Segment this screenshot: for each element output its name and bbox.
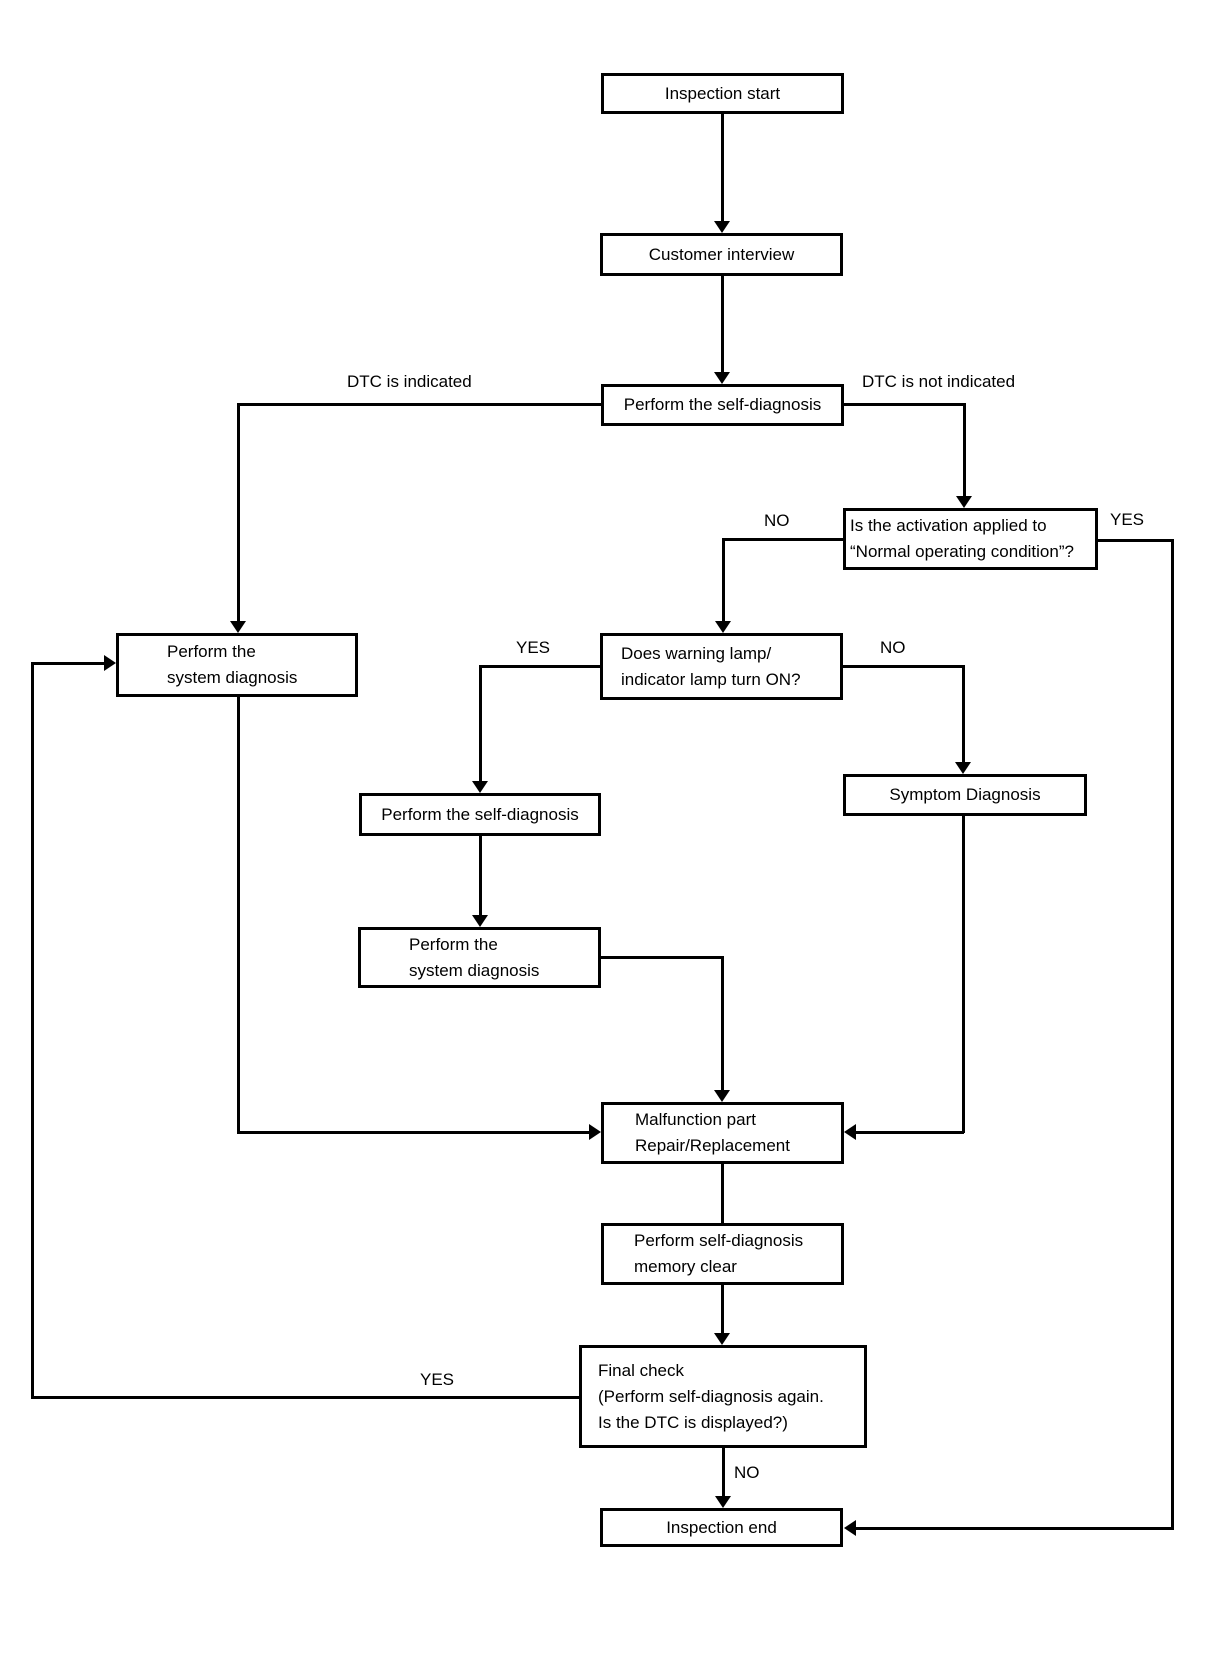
node-activation-condition-check: Is the activation applied to “Normal ope… (843, 508, 1098, 570)
node-memory-clear: Perform self-diagnosis memory clear (601, 1223, 844, 1285)
arrow-left-icon (844, 1520, 856, 1536)
node-inspection-start: Inspection start (601, 73, 844, 114)
edge-activation-no-h (723, 538, 843, 541)
edge-warning-yes-h (480, 665, 600, 668)
node-perform-self-diagnosis-2: Perform the self-diagnosis (359, 793, 601, 836)
arrow-right-icon (589, 1124, 601, 1140)
edge-symptom-to-malfunction-v (962, 816, 965, 1133)
edge-selfdiag2-to-sysdiag2 (479, 836, 482, 916)
edge-label-final-yes: YES (420, 1370, 455, 1389)
arrow-down-icon (714, 221, 730, 233)
edge-activation-no-v (722, 538, 725, 622)
edge-dtc-not-indicated-v (963, 403, 966, 497)
edge-start-to-interview (721, 113, 724, 222)
node-malfunction-repair: Malfunction part Repair/Replacement (601, 1102, 844, 1164)
node-final-check: Final check (Perform self-diagnosis agai… (579, 1345, 867, 1448)
edge-label-activation-no: NO (764, 511, 790, 530)
edge-warning-yes-v (479, 665, 482, 782)
edge-dtc-indicated-v (237, 403, 240, 622)
edge-label-warning-no: NO (880, 638, 906, 657)
edge-sysdiag2-to-malfunction-h (601, 956, 724, 959)
edge-symptom-to-malfunction-h (856, 1131, 964, 1134)
node-perform-system-diagnosis-2: Perform the system diagnosis (358, 927, 601, 988)
edge-dtc-not-indicated-h (844, 403, 965, 406)
edge-malfunction-to-memoryclear (721, 1164, 724, 1223)
arrow-down-icon (714, 372, 730, 384)
arrow-down-icon (715, 621, 731, 633)
arrow-down-icon (472, 915, 488, 927)
arrow-down-icon (714, 1333, 730, 1345)
arrow-right-icon (104, 655, 116, 671)
edge-memoryclear-to-finalcheck (721, 1285, 724, 1334)
arrow-down-icon (955, 762, 971, 774)
edge-finalcheck-yes-h2 (31, 662, 105, 665)
arrow-down-icon (230, 621, 246, 633)
edge-finalcheck-to-end (722, 1448, 725, 1497)
arrow-down-icon (956, 496, 972, 508)
arrow-down-icon (472, 781, 488, 793)
edge-finalcheck-yes-v (31, 662, 34, 1399)
edge-finalcheck-yes-h1 (32, 1396, 579, 1399)
node-customer-interview: Customer interview (600, 233, 843, 276)
edge-label-activation-yes: YES (1110, 510, 1145, 529)
edge-dtc-indicated-h (238, 403, 601, 406)
edge-label-final-no: NO (734, 1463, 760, 1482)
node-inspection-end: Inspection end (600, 1508, 843, 1547)
edge-activation-yes-v (1171, 539, 1174, 1529)
arrow-down-icon (714, 1090, 730, 1102)
edge-label-dtc-indicated: DTC is indicated (347, 372, 472, 391)
edge-interview-to-selfdiag (721, 276, 724, 373)
edge-activation-yes-h2 (856, 1527, 1174, 1530)
node-perform-self-diagnosis-1: Perform the self-diagnosis (601, 384, 844, 426)
edge-sysdiagleft-to-malfunction-h (237, 1131, 590, 1134)
edge-label-dtc-not-indicated: DTC is not indicated (862, 372, 1016, 391)
edge-label-warning-yes: YES (516, 638, 551, 657)
edge-warning-no-v (962, 665, 965, 763)
edge-sysdiag2-to-malfunction-v (721, 956, 724, 1091)
node-perform-system-diagnosis-left: Perform the system diagnosis (116, 633, 358, 697)
arrow-down-icon (715, 1496, 731, 1508)
edge-sysdiagleft-to-malfunction-v (237, 697, 240, 1134)
arrow-left-icon (844, 1124, 856, 1140)
edge-warning-no-h (843, 665, 964, 668)
edge-activation-yes-h1 (1098, 539, 1174, 542)
node-symptom-diagnosis: Symptom Diagnosis (843, 774, 1087, 816)
node-warning-lamp-check: Does warning lamp/ indicator lamp turn O… (600, 633, 843, 700)
